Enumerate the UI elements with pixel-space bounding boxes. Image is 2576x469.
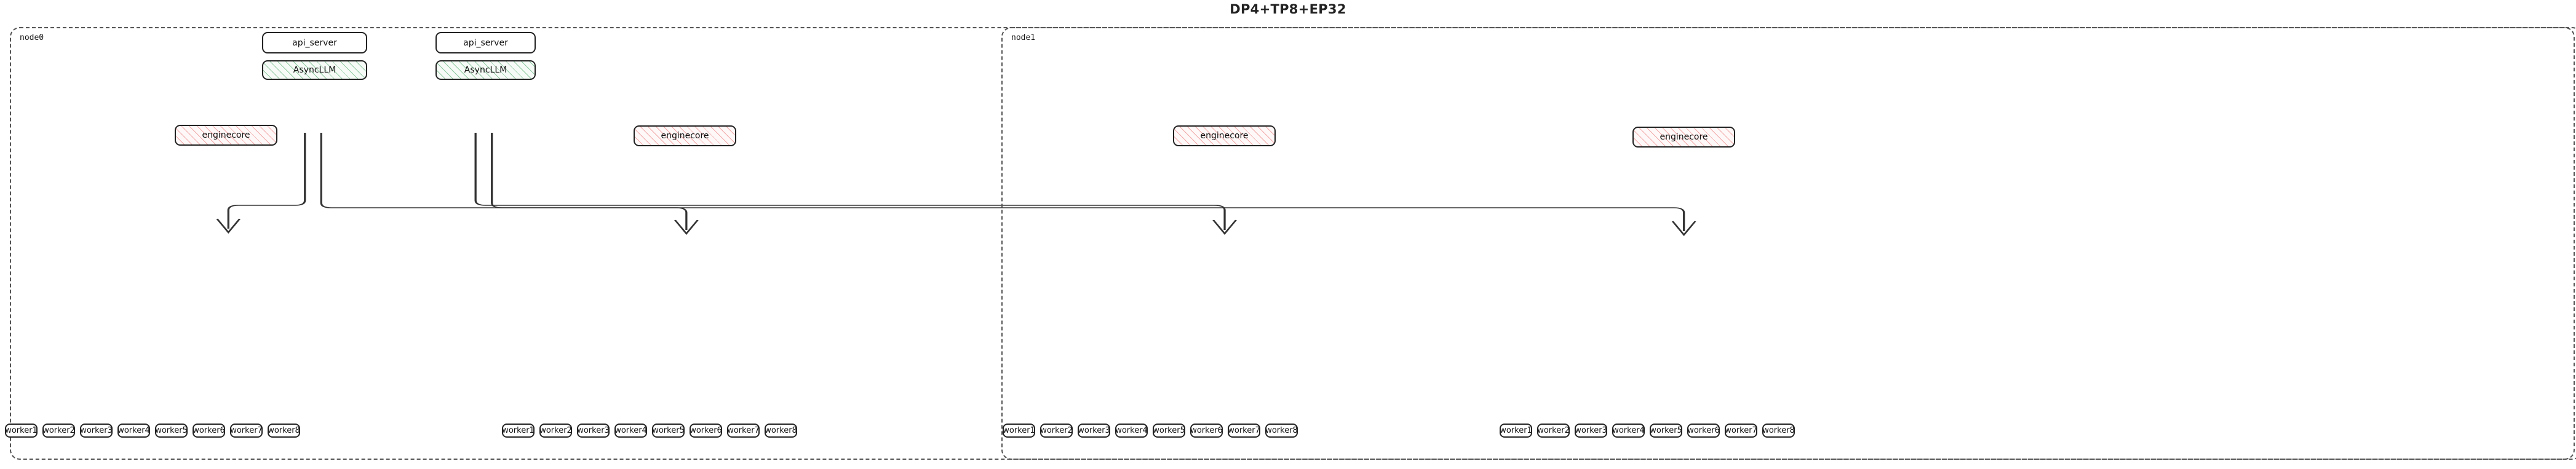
worker-chip[interactable]: worker2 (539, 424, 572, 438)
worker-chip[interactable]: worker1 (5, 424, 38, 438)
worker-chip[interactable]: worker4 (117, 424, 150, 438)
worker-chip[interactable]: worker5 (652, 424, 685, 438)
worker-chip[interactable]: worker6 (690, 424, 722, 438)
enginecore-box[interactable]: enginecore (1632, 127, 1735, 148)
worker-chip[interactable]: worker3 (1078, 424, 1110, 438)
worker-chip[interactable]: worker4 (1115, 424, 1148, 438)
worker-chip[interactable]: worker4 (1612, 424, 1645, 438)
worker-chip[interactable]: worker8 (765, 424, 797, 438)
asyncllm-box[interactable]: AsyncLLM (435, 60, 536, 80)
worker-chip[interactable]: worker8 (1265, 424, 1298, 438)
node-label-node1: node1 (1011, 33, 1036, 42)
node-label-node0: node0 (20, 33, 44, 42)
worker-chip[interactable]: worker8 (1762, 424, 1795, 438)
worker-chip[interactable]: worker5 (1153, 424, 1185, 438)
enginecore-box[interactable]: enginecore (175, 125, 277, 146)
enginecore-box[interactable]: enginecore (634, 125, 736, 146)
worker-chip[interactable]: worker6 (193, 424, 225, 438)
enginecore-box[interactable]: enginecore (1173, 125, 1276, 146)
worker-chip[interactable]: worker7 (1228, 424, 1260, 438)
api-server-box[interactable]: api_server (435, 32, 536, 53)
worker-chip[interactable]: worker6 (1687, 424, 1720, 438)
worker-chip[interactable]: worker1 (1500, 424, 1532, 438)
worker-chip[interactable]: worker2 (1537, 424, 1570, 438)
worker-chip[interactable]: worker5 (1650, 424, 1682, 438)
worker-chip[interactable]: worker3 (1575, 424, 1607, 438)
worker-chip[interactable]: worker2 (1040, 424, 1073, 438)
worker-chip[interactable]: worker4 (614, 424, 647, 438)
worker-chip[interactable]: worker8 (268, 424, 300, 438)
worker-chip[interactable]: worker3 (577, 424, 610, 438)
worker-chip[interactable]: worker7 (1725, 424, 1757, 438)
worker-chip[interactable]: worker6 (1190, 424, 1223, 438)
asyncllm-box[interactable]: AsyncLLM (262, 60, 367, 80)
worker-chip[interactable]: worker3 (80, 424, 113, 438)
worker-chip[interactable]: worker1 (1003, 424, 1035, 438)
worker-chip[interactable]: worker2 (42, 424, 75, 438)
worker-chip[interactable]: worker1 (502, 424, 535, 438)
worker-chip[interactable]: worker7 (230, 424, 263, 438)
worker-chip[interactable]: worker5 (155, 424, 188, 438)
api-server-box[interactable]: api_server (262, 32, 367, 53)
node-cluster-node1: node1 (1001, 27, 2575, 460)
page-title: DP4+TP8+EP32 (1230, 2, 1346, 17)
worker-chip[interactable]: worker7 (727, 424, 760, 438)
